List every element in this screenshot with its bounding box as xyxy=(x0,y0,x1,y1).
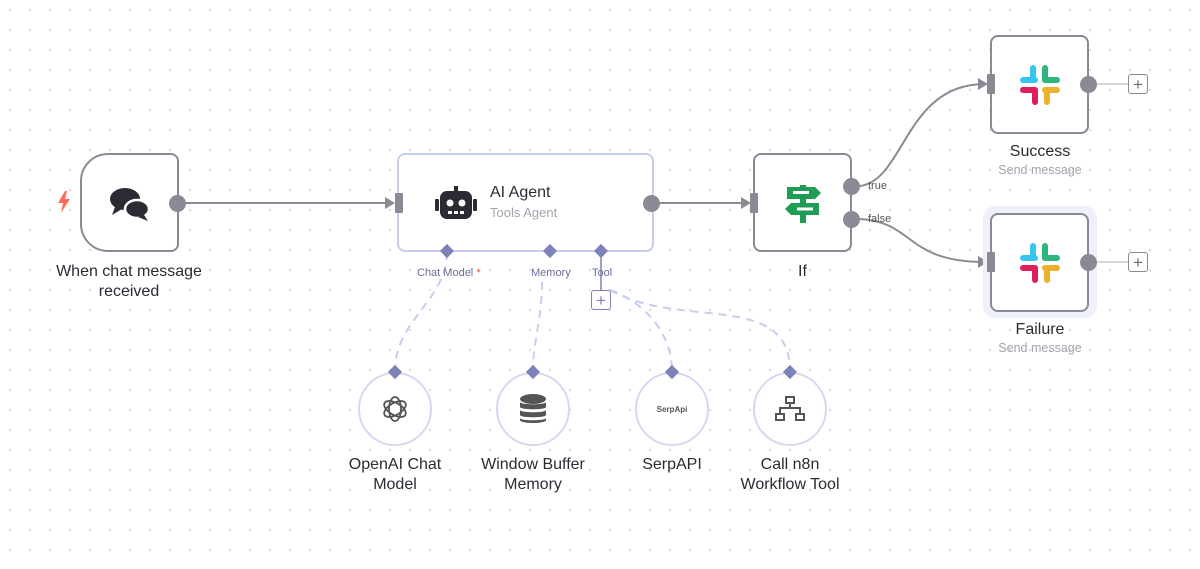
trigger-node[interactable] xyxy=(80,153,179,252)
if-input-handle[interactable] xyxy=(750,193,758,213)
serpapi-logo-text: SerpApi xyxy=(656,404,688,414)
edge-arrowhead xyxy=(385,197,395,209)
openai-chat-model-node[interactable] xyxy=(358,372,432,446)
edge-if-false-failure xyxy=(859,218,986,263)
database-icon xyxy=(520,394,546,423)
lightning-bolt-icon xyxy=(58,191,70,213)
if-title: If xyxy=(798,263,807,280)
edge-arrowhead xyxy=(741,197,751,209)
serpapi-title: SerpAPI xyxy=(642,456,702,473)
edge-if-true-success xyxy=(859,83,986,187)
success-slack-node[interactable] xyxy=(990,35,1089,134)
robot-icon xyxy=(435,186,477,219)
trigger-output-handle[interactable] xyxy=(169,195,186,212)
signpost-icon xyxy=(784,184,821,223)
failure-subtitle: Send message xyxy=(998,341,1082,355)
if-node[interactable] xyxy=(753,153,852,252)
network-icon xyxy=(775,396,805,421)
failure-output-handle[interactable] xyxy=(1080,254,1097,271)
trigger-title: When chat message received xyxy=(56,263,202,300)
slack-icon xyxy=(1019,64,1060,105)
edge-memory-buffer xyxy=(532,281,543,372)
workflow-tool-node[interactable] xyxy=(753,372,827,446)
if-false-handle[interactable] xyxy=(843,211,860,228)
if-true-handle[interactable] xyxy=(843,178,860,195)
edge-tool-workflow xyxy=(609,289,791,372)
success-input-handle[interactable] xyxy=(987,74,995,94)
slack-icon xyxy=(1019,242,1060,283)
edge-arrowhead xyxy=(978,78,988,90)
agent-subtitle: Tools Agent xyxy=(490,205,558,220)
true-branch-label: true xyxy=(868,180,887,192)
edge-chatmodel-openai xyxy=(394,251,448,372)
success-output-handle[interactable] xyxy=(1080,76,1097,93)
memory-port-label: Memory xyxy=(531,267,571,279)
success-title: Success xyxy=(1009,143,1071,160)
required-marker: * xyxy=(476,267,481,279)
agent-output-handle[interactable] xyxy=(643,195,660,212)
openai-icon xyxy=(383,396,407,422)
failure-add-button[interactable]: + xyxy=(1128,252,1148,272)
window-buffer-memory-node[interactable] xyxy=(496,372,570,446)
false-branch-label: false xyxy=(868,213,892,225)
chat-model-port-label: Chat Model * xyxy=(417,267,481,279)
serpapi-node[interactable]: SerpApi xyxy=(635,372,709,446)
failure-slack-node[interactable] xyxy=(990,213,1089,312)
success-subtitle: Send message xyxy=(998,163,1082,177)
failure-title: Failure xyxy=(1015,321,1065,338)
add-tool-button[interactable]: + xyxy=(591,290,611,310)
success-add-button[interactable]: + xyxy=(1128,74,1148,94)
agent-title: AI Agent xyxy=(490,184,551,201)
tool-port-label: Tool xyxy=(592,267,613,279)
chat-bubbles-icon xyxy=(109,187,150,221)
agent-input-handle[interactable] xyxy=(395,193,403,213)
failure-input-handle[interactable] xyxy=(987,252,995,272)
